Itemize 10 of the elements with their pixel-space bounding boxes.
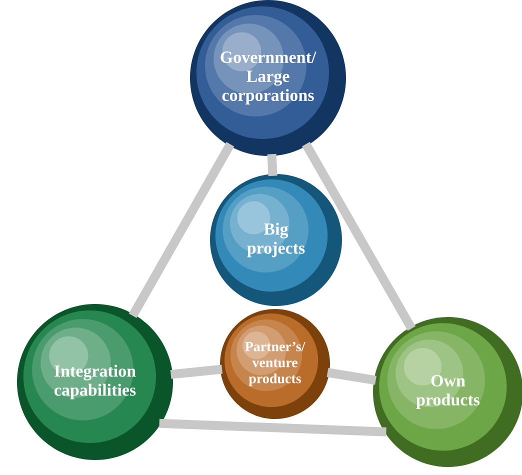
sphere-node: Government/ Large corporations bbox=[190, 0, 346, 156]
sphere-node: Integration capabilities bbox=[17, 304, 173, 460]
connector-bar bbox=[128, 142, 234, 318]
sphere-node: Partner’s/ venture products bbox=[220, 309, 330, 419]
connector-bar bbox=[159, 418, 386, 436]
connector-bar bbox=[170, 364, 223, 379]
connector-bar bbox=[302, 142, 416, 331]
sphere-node: Big projects bbox=[210, 174, 342, 306]
connector-bar bbox=[267, 154, 278, 176]
connector-bar bbox=[326, 368, 376, 385]
